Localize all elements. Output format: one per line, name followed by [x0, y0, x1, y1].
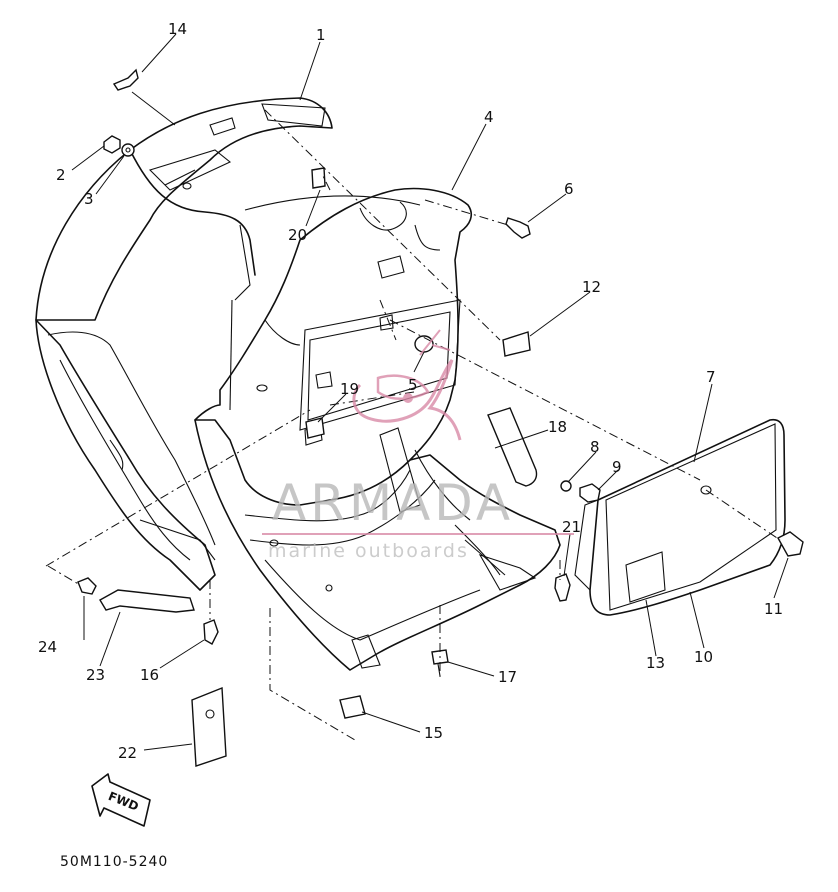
- callout-20: 20: [288, 226, 307, 244]
- callout-6: 6: [564, 180, 574, 198]
- nut-part-2: [103, 135, 121, 154]
- callout-5: 5: [408, 376, 418, 394]
- leader-lines: [71, 33, 789, 751]
- callout-18: 18: [548, 418, 567, 436]
- washer-part-3: [121, 143, 135, 157]
- callout-24: 24: [38, 638, 57, 656]
- screw-part-24: [77, 577, 97, 595]
- plate-part-22: [191, 686, 227, 767]
- drawing-code: 50M110-5240: [60, 854, 168, 870]
- footboard-panel: [194, 419, 561, 671]
- screw-part-11: [777, 531, 804, 557]
- watermark-tagline: marine outboards: [268, 540, 469, 562]
- callout-8: 8: [590, 438, 600, 456]
- lens-part-18: [487, 407, 538, 487]
- screw-part-6: [505, 217, 531, 239]
- clip-part-19: [305, 417, 325, 439]
- pad-part-20: [311, 167, 326, 189]
- callout-1: 1: [316, 26, 326, 44]
- callout-10: 10: [694, 648, 713, 666]
- bracket-part-23: [99, 589, 195, 613]
- watermark: ARMADA marine outboards: [262, 329, 574, 562]
- callout-15: 15: [424, 724, 443, 742]
- callout-14: 14: [168, 20, 187, 38]
- watermark-brand: ARMADA: [272, 474, 514, 532]
- callout-2: 2: [56, 166, 66, 184]
- screw-part-21: [554, 573, 571, 602]
- callout-9: 9: [612, 458, 622, 476]
- callout-3: 3: [84, 190, 94, 208]
- callout-13: 13: [646, 654, 665, 672]
- callout-7: 7: [706, 368, 716, 386]
- plate-part-12: [502, 331, 531, 357]
- callout-16: 16: [140, 666, 159, 684]
- callout-21: 21: [562, 518, 581, 536]
- callout-23: 23: [86, 666, 105, 684]
- clip-part-14: [112, 68, 139, 91]
- front-cover-assembly: [35, 97, 421, 591]
- callout-17: 17: [498, 668, 517, 686]
- small-parts: [77, 68, 804, 767]
- callout-19: 19: [340, 380, 359, 398]
- forward-direction-arrow: FWD: [91, 773, 151, 827]
- callout-labels: 1 2 3 4 5 6 7 8 9 10 11 12 13 14 15 16 1…: [38, 20, 783, 762]
- grommet-part-8: [560, 480, 572, 492]
- screw-part-9: [579, 483, 601, 503]
- clip-part-16: [203, 619, 219, 645]
- side-panel-assembly: [574, 418, 786, 616]
- callout-4: 4: [484, 108, 494, 126]
- callout-12: 12: [582, 278, 601, 296]
- callout-22: 22: [118, 744, 137, 762]
- nut-part-15: [339, 695, 366, 719]
- callout-11: 11: [764, 600, 783, 618]
- alignment-lines: [45, 109, 781, 741]
